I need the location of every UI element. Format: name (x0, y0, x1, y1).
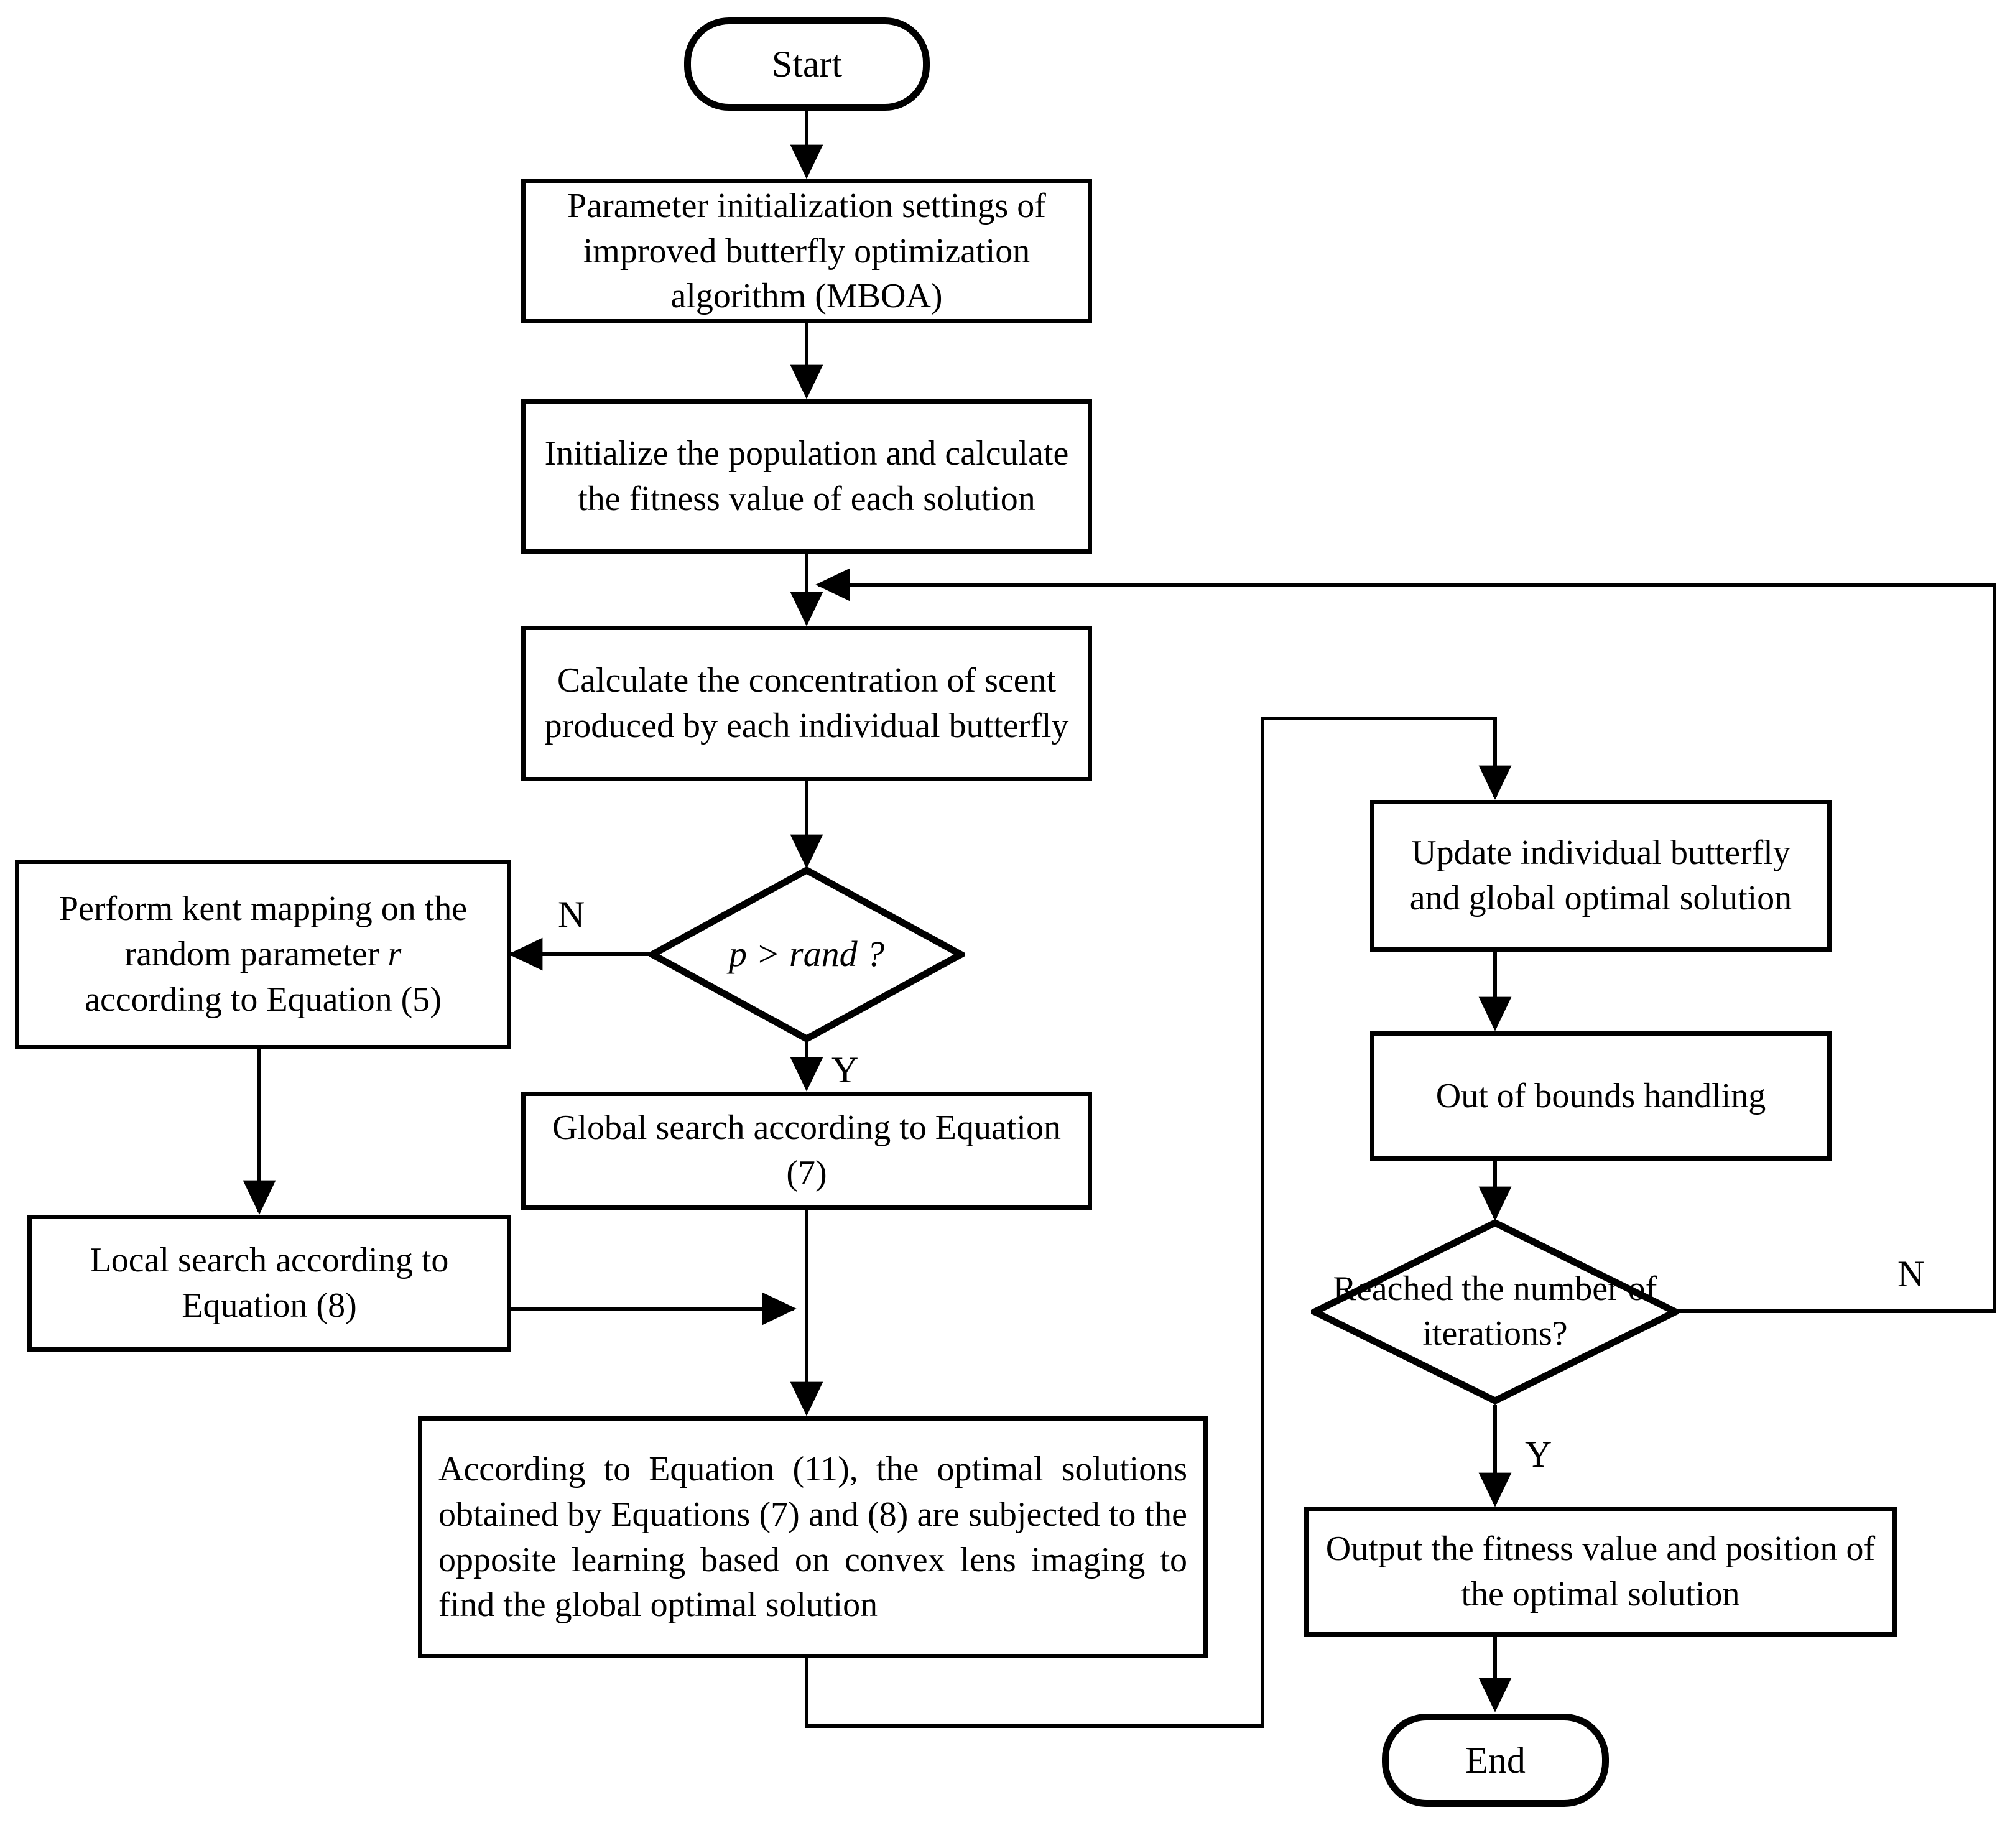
node-convex-lens-learning-label: According to Equation (11), the optimal … (438, 1449, 1187, 1625)
edge-label-p-rand-no: N (558, 894, 585, 935)
edge-label-iterations-no: N (1897, 1253, 1925, 1294)
node-convex-lens-learning[interactable]: According to Equation (11), the optimal … (418, 1416, 1208, 1658)
node-initialize-population[interactable]: Initialize the population and calculate … (521, 399, 1092, 554)
node-decision-p-greater-rand-label: p > rand ? (728, 934, 885, 975)
node-decision-reached-iterations-label: Reached the number of iterations? (1333, 1270, 1657, 1353)
node-out-of-bounds-label: Out of bounds handling (1435, 1076, 1766, 1115)
node-local-search[interactable]: Local search according to Equation (8) (27, 1215, 511, 1352)
node-kent-mapping-param-r: r (387, 935, 402, 974)
node-global-search[interactable]: Global search according to Equation (7) (521, 1092, 1092, 1210)
node-end-label: End (1465, 1739, 1526, 1781)
node-calculate-scent[interactable]: Calculate the concentration of scent pro… (521, 626, 1092, 781)
node-kent-mapping-line2: random parameter (124, 935, 388, 974)
node-update-butterfly-label: Update individual butterfly and global o… (1409, 833, 1792, 917)
edge-label-p-rand-yes: Y (831, 1049, 859, 1090)
node-update-butterfly[interactable]: Update individual butterfly and global o… (1370, 800, 1832, 952)
node-calculate-scent-label: Calculate the concentration of scent pro… (544, 661, 1069, 745)
node-kent-mapping-line3: according to Equation (5) (85, 980, 442, 1019)
node-local-search-label: Local search according to Equation (8) (90, 1241, 449, 1325)
node-decision-reached-iterations[interactable]: Reached the number of iterations? (1311, 1219, 1679, 1405)
node-kent-mapping[interactable]: Perform kent mapping on the random param… (15, 860, 511, 1049)
node-start[interactable]: Start (684, 17, 930, 111)
node-parameter-initialization-label: Parameter initialization settings of imp… (567, 186, 1046, 316)
node-global-search-label: Global search according to Equation (7) (552, 1108, 1061, 1192)
node-kent-mapping-label: Perform kent mapping on the random param… (19, 886, 507, 1022)
node-parameter-initialization[interactable]: Parameter initialization settings of imp… (521, 179, 1092, 323)
node-out-of-bounds[interactable]: Out of bounds handling (1370, 1031, 1832, 1161)
edge-label-iterations-yes: Y (1525, 1434, 1552, 1475)
node-decision-p-greater-rand[interactable]: p > rand ? (649, 866, 965, 1042)
node-initialize-population-label: Initialize the population and calculate … (544, 434, 1069, 518)
node-output-result[interactable]: Output the fitness value and position of… (1304, 1507, 1897, 1637)
node-kent-mapping-line1: Perform kent mapping on the (58, 889, 468, 929)
node-end[interactable]: End (1382, 1714, 1609, 1807)
node-start-label: Start (771, 43, 843, 85)
node-output-result-label: Output the fitness value and position of… (1325, 1530, 1876, 1614)
